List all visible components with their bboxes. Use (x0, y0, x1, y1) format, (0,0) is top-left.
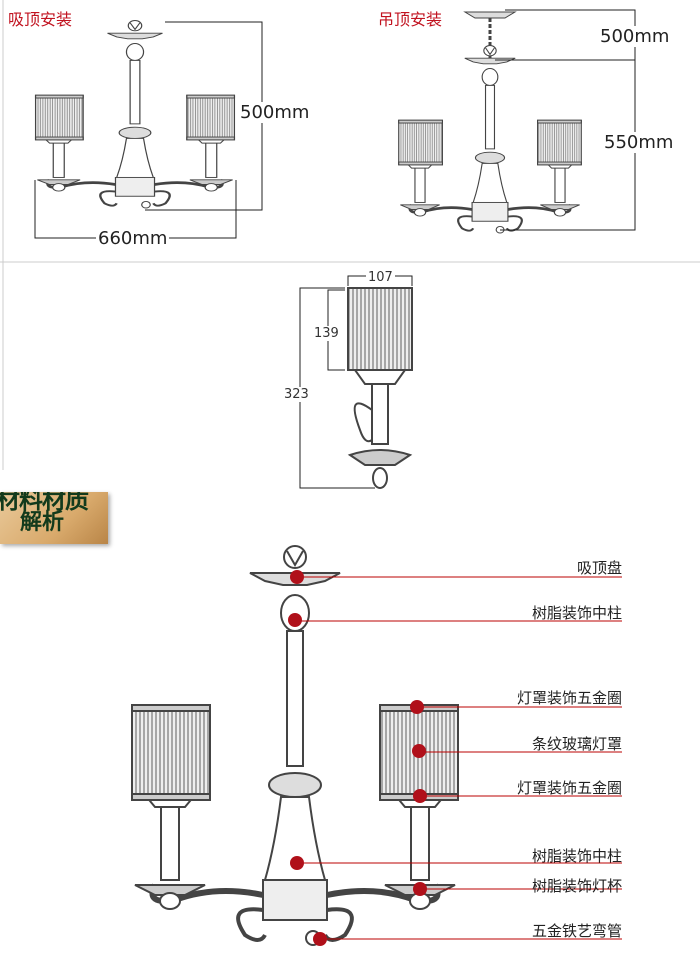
arm-total-height: 323 (284, 387, 309, 402)
shade-width: 107 (366, 270, 395, 285)
ceiling-mount-title: 吸顶安装 (8, 10, 73, 29)
pendant-chandelier (399, 9, 636, 233)
shade-detail-drawing (299, 275, 413, 489)
pendant-chain-length: 500mm (600, 26, 670, 47)
part-label: 吸顶盘 (576, 559, 622, 577)
ceiling-mount-height: 500mm (240, 102, 310, 123)
part-callouts (288, 570, 622, 946)
part-label: 灯罩装饰五金圈 (516, 779, 622, 797)
badge-line2: 解析 (20, 509, 65, 535)
part-label: 条纹玻璃灯罩 (531, 735, 622, 753)
pendant-height: 550mm (604, 132, 674, 153)
pendant-mount-title: 吊顶安装 (378, 10, 443, 29)
part-label: 树脂装饰灯杯 (531, 877, 622, 895)
ceiling-mount-chandelier (35, 20, 263, 239)
materials-badge: 材料材质 解析 (0, 492, 108, 544)
part-label: 树脂装饰中柱 (531, 847, 622, 865)
part-label: 树脂装饰中柱 (531, 604, 622, 622)
shade-height: 139 (314, 326, 339, 341)
parts-chandelier (132, 546, 458, 945)
badge-line1: 材料材质 (0, 492, 89, 514)
ceiling-mount-width: 660mm (96, 228, 170, 249)
part-label: 灯罩装饰五金圈 (516, 689, 622, 707)
part-label: 五金铁艺弯管 (531, 922, 622, 940)
